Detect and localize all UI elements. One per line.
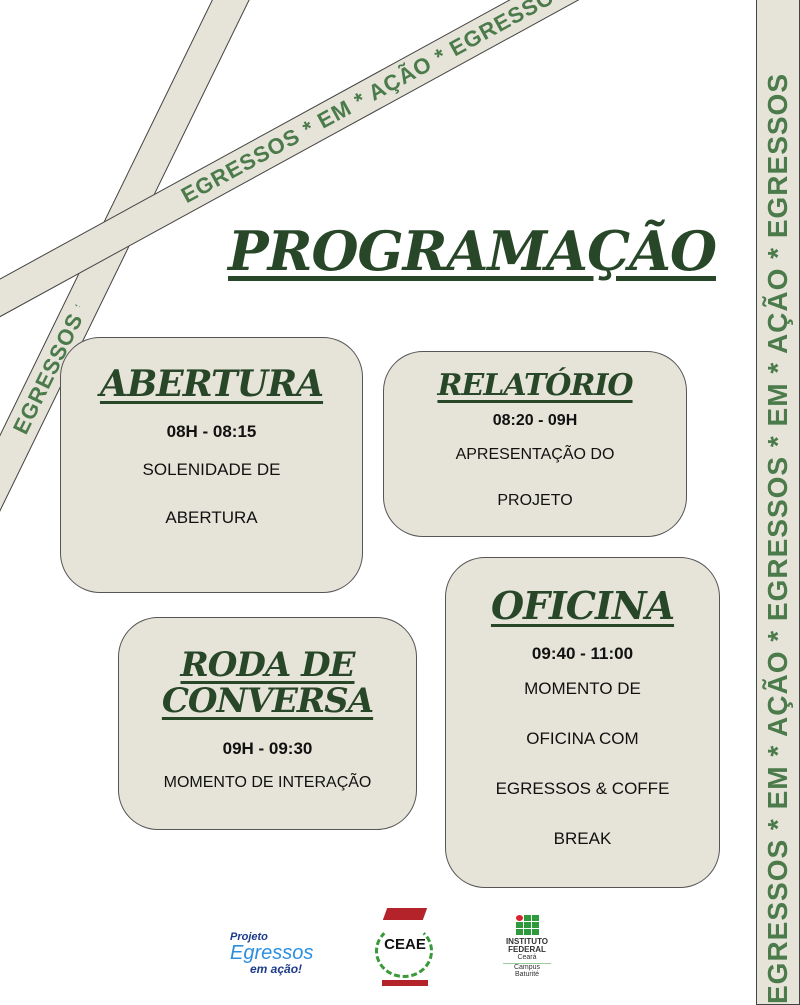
laurel-icon: [375, 924, 433, 978]
desc-line: MOMENTO DE INTERAÇÃO: [163, 774, 372, 792]
session-card-relatorio: RELATÓRIO 08:20 - 09H APRESENTAÇÃO DO PR…: [383, 351, 687, 537]
logo-text: FEDERAL: [508, 945, 546, 954]
session-title: OFICINA: [490, 583, 675, 628]
logo-text: CEAE: [384, 936, 426, 953]
session-desc: APRESENTAÇÃO DO PROJETO: [384, 432, 686, 524]
desc-line: EGRESSOS & COFFE: [495, 778, 670, 798]
session-title: RELATÓRIO: [437, 368, 633, 403]
ribbon-vertical: EGRESSOS * EM * AÇÃO * EGRESSOS * EM * A…: [756, 0, 800, 1005]
if-grid-icon: [503, 915, 551, 935]
session-desc: MOMENTO DE INTERAÇÃO: [119, 763, 416, 803]
desc-line: ABERTURA: [165, 507, 258, 527]
ribbon-text: EGRESSOS * EM * AÇÃO * EGRESSOS * EM * A…: [762, 72, 793, 1004]
if-logo: INSTITUTO FEDERAL Ceará Campus Baturité: [503, 915, 551, 978]
session-title: ABERTURA: [99, 363, 324, 405]
desc-line: MOMENTO DE: [524, 678, 641, 698]
logo-text: em ação!: [250, 962, 303, 976]
desc-line: OFICINA COM: [526, 728, 639, 748]
session-card-oficina: OFICINA 09:40 - 11:00 MOMENTO DE OFICINA…: [445, 557, 720, 888]
egressos-logo: Projeto Egressos em ação!: [230, 931, 314, 976]
desc-line: BREAK: [553, 828, 612, 848]
logo-text: Egressos: [230, 942, 314, 964]
title-line: CONVERSA: [161, 680, 374, 721]
session-time: 09H - 09:30: [222, 739, 313, 759]
desc-line: APRESENTAÇÃO DO: [455, 445, 615, 463]
session-desc: SOLENIDADE DE ABERTURA: [61, 446, 362, 542]
session-time: 08H - 08:15: [166, 421, 257, 441]
logo-text: INSTITUTO: [505, 937, 549, 946]
desc-line: PROJETO: [497, 491, 573, 509]
title-line: RODA DE: [180, 645, 356, 685]
ribbon-text: EGRESSOS * EM * AÇÃO * EGRESSOS * EM * A…: [175, 0, 612, 212]
logo-text: Campus: [503, 963, 551, 971]
logo-text: Ceará: [517, 954, 537, 961]
logo-text: Baturité: [514, 971, 540, 978]
page-title: PROGRAMAÇÃO: [228, 219, 717, 283]
logo-text: Projeto: [230, 931, 268, 943]
session-time: 09:40 - 11:00: [531, 643, 634, 663]
session-time: 08:20 - 09H: [492, 411, 578, 429]
ceae-logo: CEAE: [372, 908, 438, 990]
footer-logos: Projeto Egressos em ação! CEAE INSTITUTO…: [0, 905, 760, 1000]
diploma-icon: [382, 980, 428, 986]
session-desc: MOMENTO DE OFICINA COM EGRESSOS & COFFE …: [446, 664, 719, 864]
graduation-cap-icon: [382, 908, 428, 920]
desc-line: SOLENIDADE DE: [142, 459, 281, 479]
session-card-abertura: ABERTURA 08H - 08:15 SOLENIDADE DE ABERT…: [60, 337, 363, 593]
